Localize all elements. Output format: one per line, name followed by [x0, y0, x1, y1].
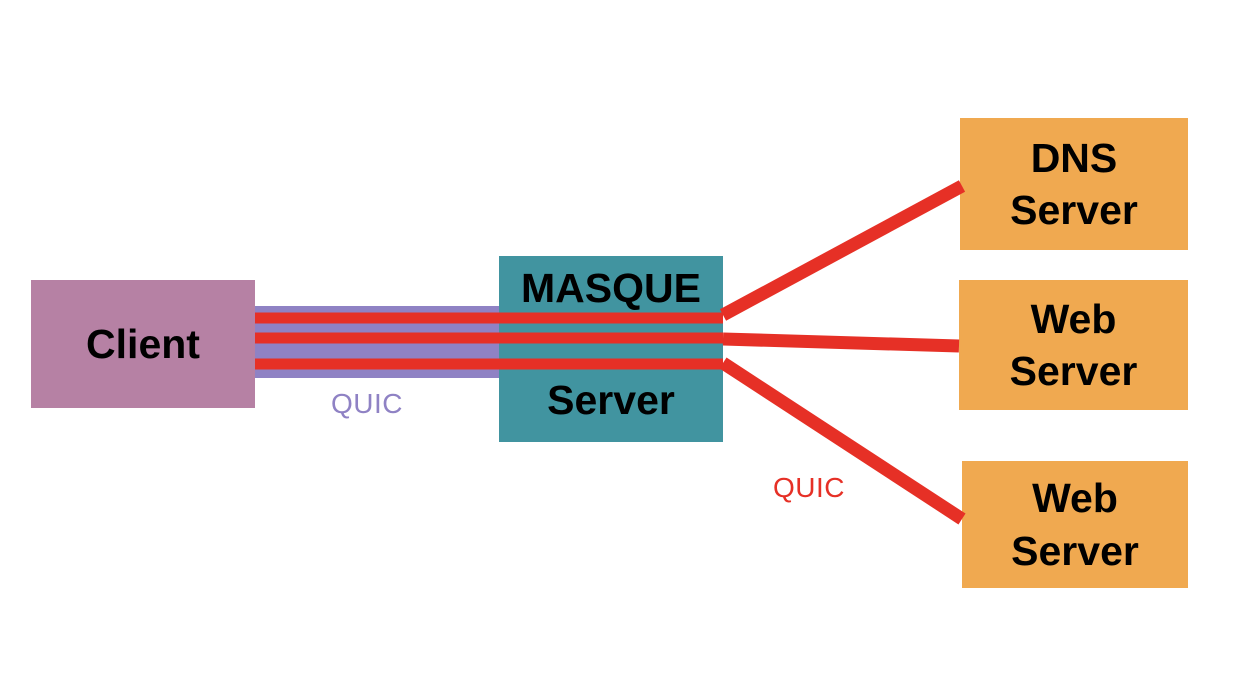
masque-server-label-line1: MASQUE: [521, 265, 701, 311]
client-label: Client: [86, 320, 200, 367]
quic-tunnel-label: QUIC: [331, 388, 403, 419]
web-server-2-node: Web Server: [962, 461, 1188, 588]
quic-streams-label: QUIC: [773, 472, 845, 503]
web-server-2-label-line1: Web: [1032, 475, 1118, 522]
web-server-2-label-line2: Server: [1011, 527, 1139, 574]
web-server-1-label-line2: Server: [1009, 348, 1138, 394]
web-server-1-label-line1: Web: [1030, 295, 1117, 342]
dns-server-label-line2: Server: [1010, 187, 1138, 233]
web-server-1-node: Web Server: [959, 280, 1188, 410]
dns-server-node: DNS Server: [960, 118, 1188, 250]
stream-line-to-web-server-1: [722, 332, 960, 353]
stream-line-to-dns-server: [719, 180, 966, 321]
dns-server-label-line1: DNS: [1030, 134, 1118, 181]
masque-server-node: MASQUE Server: [499, 256, 723, 442]
quic-tunnel-band: [255, 306, 499, 378]
client-node: Client: [31, 280, 255, 408]
masque-server-label-line2: Server: [547, 376, 675, 423]
